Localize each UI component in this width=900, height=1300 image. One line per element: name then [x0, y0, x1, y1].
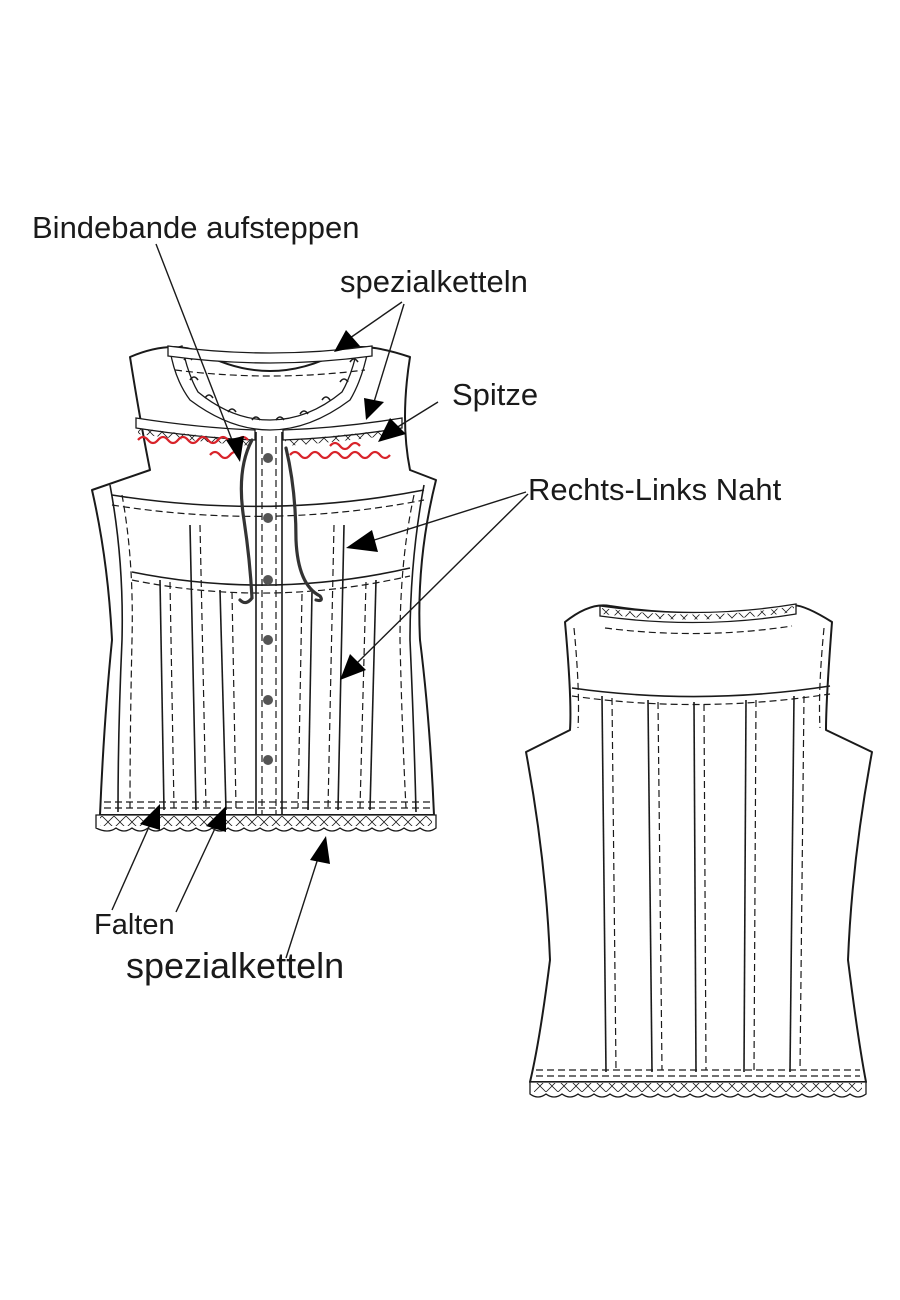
back-pleat-stitch: [753, 699, 757, 1071]
arrowhead-lace: [378, 418, 406, 442]
back-yoke-stitch: [571, 693, 831, 706]
yoke-seam-2-stitch: [131, 575, 411, 594]
leader-seam-1: [367, 491, 527, 543]
back-pleat-stitch: [657, 701, 663, 1071]
leader-lace: [395, 401, 439, 429]
arrowhead-chain-bottom: [310, 836, 330, 864]
tie-cord-right: [284, 446, 323, 603]
annotation-labels: Bindebande aufsteppen spezialketteln Spi…: [32, 210, 782, 986]
annotation-leaders: [111, 243, 529, 959]
back-armhole-stitch-left: [573, 627, 580, 729]
leader-tie-band: [155, 243, 233, 441]
back-neck-lace-pattern: [602, 606, 794, 620]
pleat-line: [337, 524, 345, 811]
back-armhole-stitch-right: [818, 627, 825, 729]
leader-pleats-1: [111, 819, 153, 911]
front-side-seam-left: [109, 484, 124, 813]
leader-pleats-2: [175, 821, 219, 913]
leader-chain-bottom: [285, 851, 321, 959]
back-view: [525, 603, 873, 1098]
yoke-lace-pattern-left: [138, 428, 253, 446]
pleat-stitch: [297, 593, 303, 809]
back-pleat-stitch: [799, 695, 805, 1071]
arrowhead-chain-top-2: [364, 398, 384, 420]
back-pleat-line: [789, 695, 795, 1073]
arrowhead-tie-band: [226, 436, 244, 462]
back-pleat-line: [743, 699, 747, 1073]
pleat-stitch: [327, 524, 335, 809]
back-neck-stitch: [604, 625, 793, 635]
label-pleats: Falten: [94, 909, 175, 941]
button: [263, 755, 273, 765]
pleat-line: [219, 589, 227, 811]
button-placket: [255, 432, 283, 818]
pleat-stitch: [359, 581, 367, 809]
back-yoke-seam: [571, 685, 831, 698]
yoke-lace-pattern-right: [285, 428, 400, 446]
button: [263, 453, 273, 463]
back-pleat-stitch: [611, 697, 617, 1071]
pleat-stitch: [199, 524, 207, 809]
front-top-lace-band: [167, 345, 373, 364]
leader-chain-top-2: [373, 303, 405, 403]
arrowhead-seam-1: [346, 530, 378, 552]
label-chain-stitch-bottom: spezialketteln: [126, 945, 344, 986]
arrowhead-pleats-1: [140, 804, 160, 830]
pleat-line: [159, 579, 165, 811]
button: [263, 635, 273, 645]
pleat-line: [189, 524, 197, 811]
label-chain-stitch-top: spezialketteln: [340, 264, 528, 299]
front-view: [91, 345, 437, 832]
yoke-seam-2: [131, 567, 411, 586]
front-side-stitch-left: [121, 494, 133, 809]
back-pleat-line: [693, 701, 697, 1073]
back-pleat-line: [601, 695, 607, 1073]
arrowhead-pleats-2: [206, 806, 226, 832]
pleat-line: [307, 591, 313, 811]
front-hem-lace-pattern: [100, 816, 432, 826]
back-pleat-line: [647, 699, 653, 1073]
back-hem-lace-pattern: [534, 1083, 862, 1092]
back-pleat-stitch: [703, 703, 707, 1071]
label-lace: Spitze: [452, 377, 538, 412]
button: [263, 575, 273, 585]
yoke-seam-1: [111, 489, 425, 508]
button: [263, 513, 273, 523]
button-placket-stitch: [261, 436, 277, 815]
tie-cord-left: [238, 438, 254, 605]
front-side-stitch-right: [399, 494, 415, 809]
front-side-seam-right: [409, 484, 425, 813]
leader-chain-top-1: [349, 301, 403, 339]
front-top-stitch: [174, 369, 366, 377]
button: [263, 695, 273, 705]
pleat-stitch: [231, 591, 237, 809]
red-lace-right: [289, 441, 391, 460]
arrowhead-seam-2: [340, 654, 366, 680]
arrowhead-chain-top-1: [334, 330, 360, 352]
label-tie-band: Bindebande aufsteppen: [32, 210, 360, 245]
pleat-stitch: [169, 581, 175, 809]
leader-seam-2: [355, 493, 529, 665]
pleat-line: [369, 579, 377, 811]
label-right-left-seam: Rechts-Links Naht: [528, 472, 782, 507]
